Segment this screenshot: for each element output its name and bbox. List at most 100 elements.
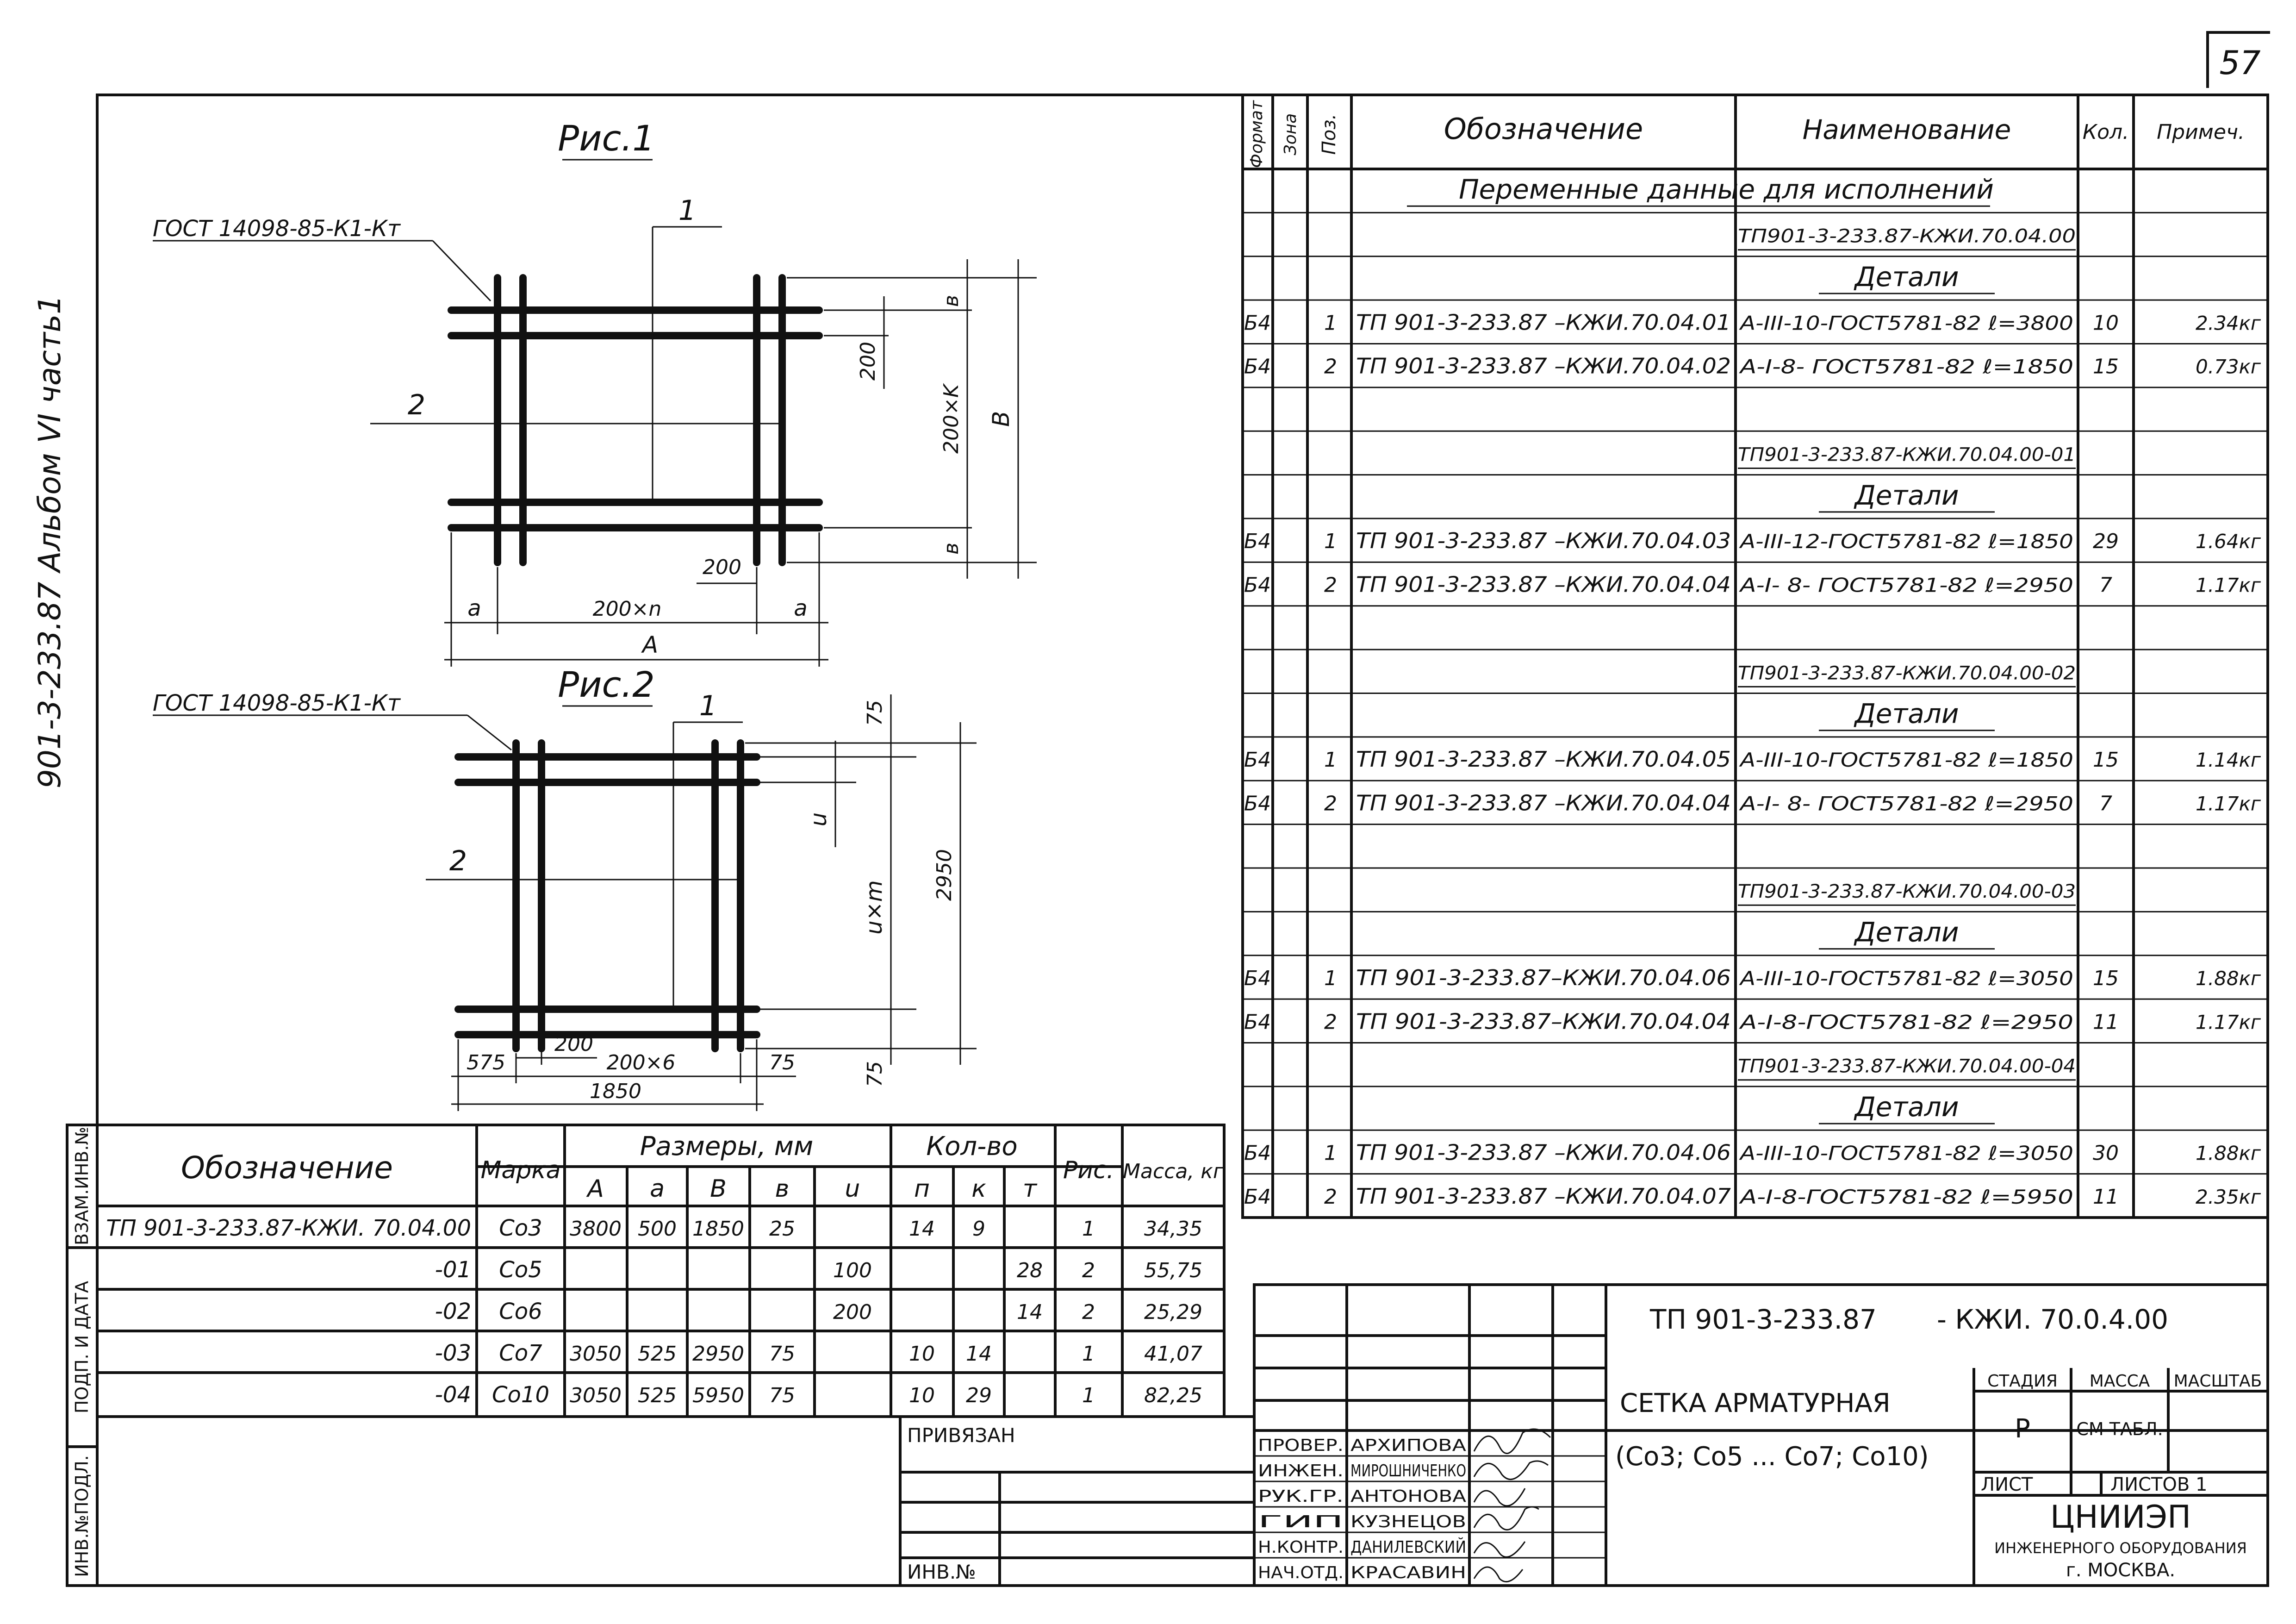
fig2-dim-75-top: 75 (863, 700, 887, 726)
fig2-dim-um: u×m (861, 880, 887, 934)
tb-scale-h: МАСШТАБ (2174, 1372, 2262, 1391)
fig2-dim-u: u (806, 812, 832, 826)
spec-row: ТП901-3-233.87-КЖИ.70.04.00-02 (1738, 662, 2076, 687)
mt-cell-v: 25 (769, 1217, 795, 1241)
spec-row: Детали (1819, 480, 1995, 513)
spec-cell-pos: 1 (1324, 967, 1337, 990)
spec-cell-pos: 1 (1324, 311, 1337, 335)
spec-cell-variant: ТП901-3-233.87-КЖИ.70.04.00-04 (1738, 1056, 2076, 1077)
mt-cell-fig: 1 (1082, 1217, 1095, 1241)
tb-role: ГИП (1258, 1512, 1344, 1531)
fig1-dim-a-right: a (794, 595, 807, 621)
spec-cell-name: А-I-8-ГОСТ5781-82 ℓ=5950 (1738, 1186, 2073, 1208)
tb-role-row: РУК.ГР.АНТОНОВА (1258, 1487, 1466, 1506)
mt-cell-n: 14 (909, 1217, 935, 1241)
spec-cell-note: 1.17кг (2196, 1011, 2261, 1033)
mt-cell-fig: 1 (1082, 1384, 1095, 1407)
spec-cell-designation: ТП 901-3-233.87 –КЖИ.70.04.03 (1356, 528, 1731, 553)
mt-h-fig: Рис. (1063, 1156, 1114, 1184)
mt-cell-designation: -03 (435, 1340, 471, 1366)
spec-cell-name: А-I-8-ГОСТ5781-82 ℓ=2950 (1738, 1011, 2073, 1033)
spec-cell-qty: 30 (2093, 1141, 2119, 1165)
mt-cell-designation: -02 (435, 1299, 471, 1324)
mt-h-a: а (650, 1175, 665, 1203)
fig1-dim-B: B (988, 411, 1014, 427)
spec-cell-format: Б4 (1244, 530, 1271, 553)
mt-cell-v: 75 (769, 1342, 795, 1366)
spec-cell-section: Детали (1853, 917, 1959, 948)
fig1-pos1: 1 (678, 194, 696, 227)
spec-cell-designation: ТП 901-3-233.87 –КЖИ.70.04.04 (1356, 572, 1731, 597)
left-stamp: ВЗАМ.ИНВ.№ ПОДП. И ДАТА ИНВ.№ПОДЛ. (66, 1124, 99, 1587)
spec-cell-qty: 7 (2099, 574, 2112, 597)
spec-cell-variant: ТП901-3-233.87-КЖИ.70.04.00-01 (1738, 444, 2076, 465)
spec-cell-note: 1.64кг (2196, 530, 2261, 553)
spec-cell-variant: ТП901-3-233.87-КЖИ.70.04.00-02 (1738, 662, 2076, 684)
mt-cell-mark: Со7 (499, 1340, 542, 1366)
mt-h-mass: Масса, кг (1123, 1160, 1224, 1183)
spec-h-zone: Зона (1281, 113, 1300, 156)
mt-cell-a: 525 (638, 1342, 677, 1366)
mt-cell-mark: Со6 (499, 1299, 542, 1324)
mt-cell-mass: 25,29 (1144, 1300, 1202, 1324)
spec-cell-pos: 2 (1324, 792, 1337, 815)
spec-row: ТП901-3-233.87-КЖИ.70.04.00-03 (1738, 881, 2076, 906)
fig2-dim-75-bottom-right: 75 (769, 1051, 795, 1074)
spec-cell-section: Детали (1853, 480, 1959, 511)
stamp-podp: ПОДП. И ДАТА (72, 1281, 92, 1413)
spec-cell-qty: 29 (2093, 530, 2119, 553)
spec-h-note: Примеч. (2157, 120, 2245, 144)
mt-h-B: В (710, 1175, 727, 1203)
mt-cell-n: 10 (909, 1384, 935, 1407)
tb-privyazan: ПРИВЯЗАН (907, 1424, 1015, 1447)
mt-cell-m: 28 (1017, 1259, 1043, 1282)
spec-cell-variant: ТП901-3-233.87-КЖИ.70.04.00 (1738, 226, 2076, 247)
mt-cell-u: 100 (833, 1259, 872, 1282)
fig2-dim-200x6: 200×6 (607, 1051, 676, 1074)
tb-role-row: ПРОВЕР.АРХИПОВА (1258, 1436, 1466, 1455)
mt-cell-mass: 41,07 (1144, 1342, 1202, 1366)
mt-cell-mass: 55,75 (1144, 1259, 1202, 1282)
mt-cell-mass: 82,25 (1144, 1384, 1202, 1407)
fig1-dim-A: A (641, 631, 658, 658)
fig1-dim-v-bottom: в (940, 543, 963, 555)
mt-h-k: к (971, 1175, 986, 1203)
fig2-dim-200: 200 (554, 1032, 593, 1056)
spec-cell-format: Б4 (1244, 748, 1271, 772)
spec-cell-variant: ТП901-3-233.87-КЖИ.70.04.00-03 (1738, 881, 2076, 902)
spec-cell-format: Б4 (1244, 574, 1271, 597)
tb-role-row: Н.КОНТР.ДАНИЛЕВСКИЙ (1258, 1537, 1466, 1557)
mt-cell-mark: Со5 (499, 1257, 542, 1283)
fig1-title: Рис.1 (558, 118, 655, 159)
spec-cell-format: Б4 (1244, 355, 1271, 379)
spec-cell-name: А-III-10-ГОСТ5781-82 ℓ=1850 (1739, 749, 2073, 771)
fig1-dim-a-left: a (467, 595, 481, 621)
tb-name-line2: (Со3; Со5 ... Со7; Со10) (1615, 1442, 1929, 1472)
spec-cell-section: Детали (1853, 698, 1959, 730)
side-title: 901-3-233.87 Альбом VI часть1 (32, 295, 68, 788)
fig1-dim-200n: 200×n (593, 597, 662, 621)
mt-h-sizes: Размеры, мм (640, 1131, 813, 1162)
spec-cell-qty: 15 (2093, 748, 2119, 772)
mt-cell-A: 3800 (570, 1217, 622, 1241)
tb-role: НАЧ.ОТД. (1258, 1563, 1344, 1582)
fig1-dim-200: 200 (856, 342, 880, 381)
fig2-pos1: 1 (699, 690, 717, 722)
spec-cell-note: 1.88кг (2196, 967, 2261, 990)
tb-role: ИНЖЕН. (1258, 1462, 1344, 1480)
spec-cell-name: А-III-10-ГОСТ5781-82 ℓ=3800 (1739, 312, 2073, 334)
spec-cell-format: Б4 (1244, 967, 1271, 990)
spec-cell-designation: ТП 901-3-233.87 –КЖИ.70.04.06 (1356, 1140, 1731, 1165)
figure-1: Рис.1 ГОСТ 14098-85-К1-Кт 1 2 в 200 200×… (153, 118, 1037, 667)
spec-cell-qty: 7 (2099, 792, 2112, 815)
spec-h-format: Формат (1247, 100, 1266, 168)
spec-cell-pos: 1 (1324, 530, 1337, 553)
fig1-pos2: 2 (408, 389, 425, 421)
tb-sheets: ЛИСТОВ 1 (2110, 1474, 2207, 1495)
tb-code-right: - КЖИ. 70.0.4.00 (1937, 1304, 2168, 1335)
mt-cell-v: 75 (769, 1384, 795, 1407)
